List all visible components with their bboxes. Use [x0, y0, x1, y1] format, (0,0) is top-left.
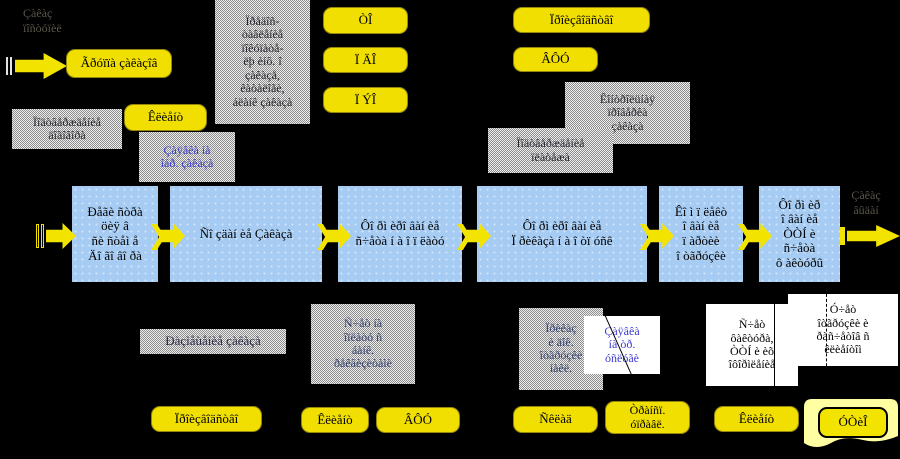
label-dept-peo: Ï ÝÎ: [323, 87, 408, 113]
start-bar-icon: [6, 57, 8, 75]
label-production-top: Ïðîèçâîäñòâî: [513, 7, 650, 33]
label-utio: ÓÒèÎ: [818, 407, 888, 438]
arrow-right-icon: [847, 225, 900, 247]
connector-line: [774, 292, 775, 406]
output-bar-icon: [840, 227, 845, 245]
label-dept-pdo: Ï ÄÎ: [323, 47, 408, 73]
label-vfu-top: ÂÔÓ: [513, 47, 598, 72]
label-dept-to: ÒÎ: [323, 7, 408, 34]
label-client-top: Êëèåíò: [124, 104, 207, 131]
label-production-bottom: Ïðîèçâîäñòâî: [151, 406, 262, 432]
box-placement: Ðàçìåùåíèå çàêàçà: [140, 329, 286, 354]
input-bar-icon: [36, 224, 39, 248]
process-step-create-order: Ñî çäàí èå Çàêàçà: [170, 186, 322, 282]
arrow-right-icon: [15, 53, 67, 79]
label-client-bottom-left: Êëèåíò: [301, 407, 369, 433]
start-bar-icon: [10, 57, 12, 75]
input-bar-icon: [41, 224, 44, 248]
label-group-orders: Ãðóïïà çàêàçîâ: [66, 49, 172, 78]
connector-line-dashed: [826, 284, 827, 396]
label-transport-dept: Òðàíñï.óïðàâë.: [605, 401, 690, 434]
label-sklad: Ñêëàä: [513, 406, 598, 433]
label-vfu-bottom: ÂÔÓ: [376, 407, 460, 433]
label-client-bottom-right: Êëèåíò: [714, 406, 799, 432]
